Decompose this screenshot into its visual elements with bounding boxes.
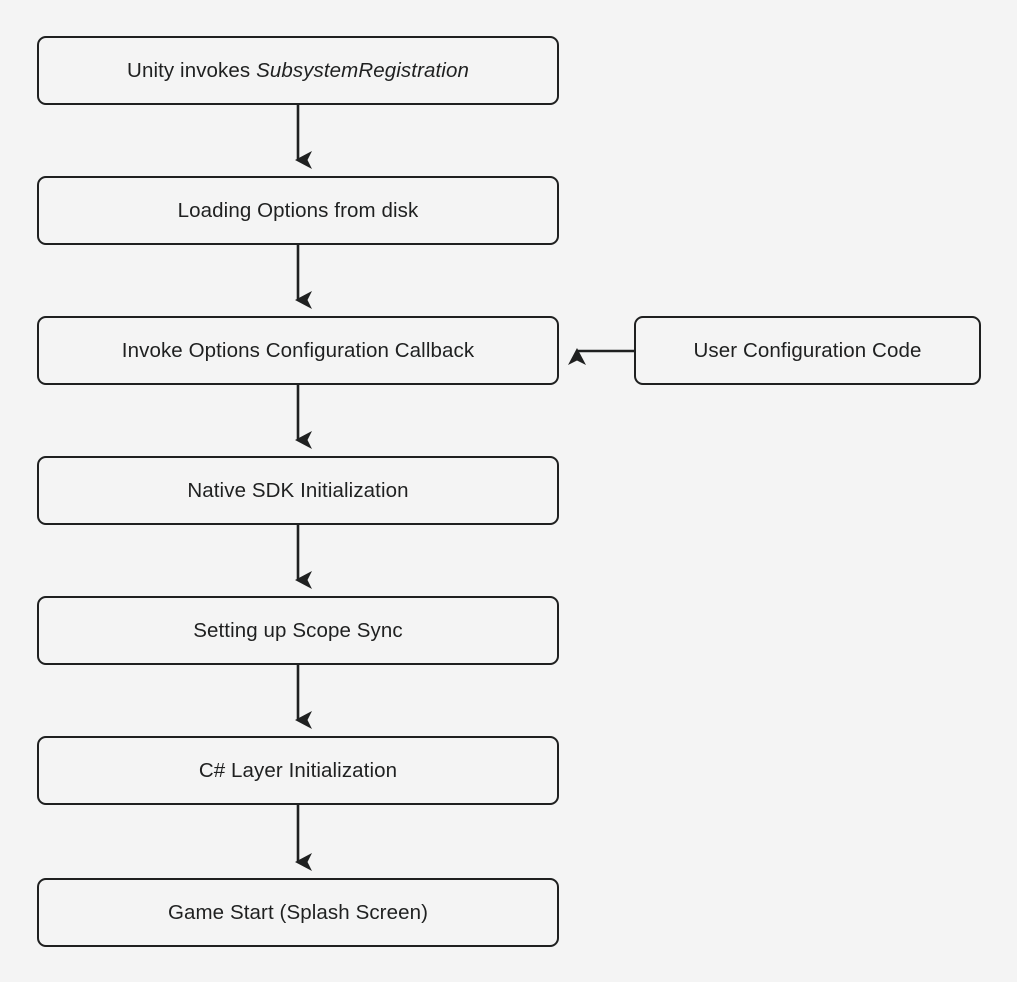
node-label: Invoke Options Configuration Callback: [121, 338, 475, 362]
node-setting-up-scope-sync[interactable]: Setting up Scope Sync: [37, 596, 559, 665]
node-user-configuration-code[interactable]: User Configuration Code: [634, 316, 981, 385]
node-loading-options-from-disk[interactable]: Loading Options from disk: [37, 176, 559, 245]
node-invoke-options-configuration-callback[interactable]: Invoke Options Configuration Callback: [37, 316, 559, 385]
node-label: Loading Options from disk: [177, 198, 419, 222]
node-game-start-splash-screen[interactable]: Game Start (Splash Screen): [37, 878, 559, 947]
node-csharp-layer-initialization[interactable]: C# Layer Initialization: [37, 736, 559, 805]
node-label: User Configuration Code: [693, 338, 922, 362]
node-unity-invokes-subsystemregistration[interactable]: Unity invokes SubsystemRegistration: [37, 36, 559, 105]
node-label: Native SDK Initialization: [187, 478, 409, 502]
node-label: C# Layer Initialization: [198, 758, 398, 782]
node-label: Game Start (Splash Screen): [167, 900, 429, 924]
node-label: Setting up Scope Sync: [193, 618, 403, 642]
node-label: Unity invokes SubsystemRegistration: [127, 58, 469, 82]
node-native-sdk-initialization[interactable]: Native SDK Initialization: [37, 456, 559, 525]
